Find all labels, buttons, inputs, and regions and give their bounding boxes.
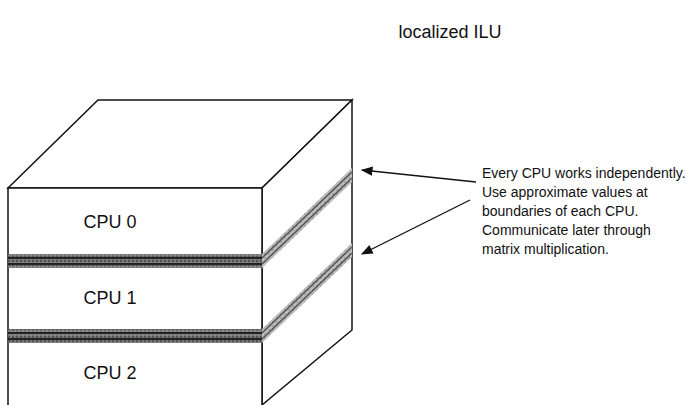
cpu-band: CPU 0 xyxy=(8,190,262,254)
cpu-label: CPU 2 xyxy=(83,363,136,384)
callout-note: Every CPU works independently. Use appro… xyxy=(482,164,688,259)
cpu-band: CPU 1 xyxy=(8,268,262,329)
diagram-title: localized ILU xyxy=(330,22,570,43)
side-stripe xyxy=(262,168,352,268)
boundary-stripe xyxy=(8,254,262,268)
leader-arrow xyxy=(362,170,476,182)
side-face xyxy=(262,100,352,405)
cpu-label: CPU 1 xyxy=(83,288,136,309)
leader-arrow xyxy=(362,200,470,254)
front-face xyxy=(8,188,262,405)
side-stripe xyxy=(262,243,352,343)
cpu-band: CPU 2 xyxy=(8,343,262,403)
cpu-label: CPU 0 xyxy=(83,212,136,233)
boundary-stripe xyxy=(8,329,262,343)
